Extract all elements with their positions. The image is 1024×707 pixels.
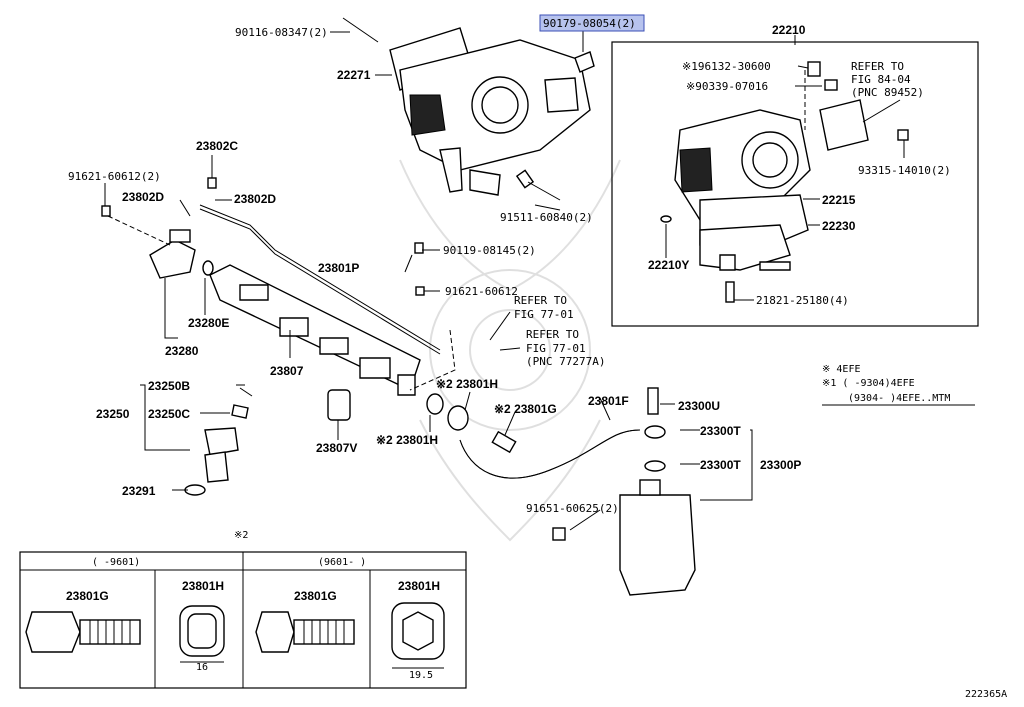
callout-91511[interactable]: 91511-60840(2) [500,211,593,224]
fuel-rail-23807-drawing [209,264,421,396]
callout-90119[interactable]: 90119-08145(2) [443,244,536,257]
throttle-body-22210-drawing [660,61,909,303]
variant-table: ※2 ( -9601) (9601- ) 23801G 23801H 16 23… [19,530,467,689]
callout-23300u[interactable]: 23300U [678,399,720,413]
callout-91621-b[interactable]: 91621-60612 [445,285,518,298]
callout-93315[interactable]: 93315-14010(2) [858,164,951,177]
callout-23250[interactable]: 23250 [96,407,130,421]
table-cell-4-part: 23801H [398,579,440,593]
nut-90179-drawing [574,51,595,73]
legend-line-1: ※ 4EFE [822,364,860,375]
injector-23250-drawing [184,387,253,496]
table-range-right: (9601- ) [318,557,366,568]
callout-196132[interactable]: ※196132-30600 [682,60,771,73]
pressure-regulator-23280-drawing [149,229,214,279]
callout-90116[interactable]: 90116-08347(2) [235,26,328,39]
callout-22210[interactable]: 22210 [772,23,806,37]
highlight-box [539,14,645,32]
leader-lines [104,30,905,531]
legend-line-3: (9304- )4EFE..MTM [848,393,950,404]
callout-refer-77b-line1[interactable]: REFER TO [526,328,579,341]
callout-90339[interactable]: ※90339-07016 [686,80,768,93]
callout-23300t-a[interactable]: 23300T [700,424,741,438]
callout-refer-84-line1[interactable]: REFER TO [851,60,904,73]
callout-22271[interactable]: 22271 [337,68,371,82]
callout-23801p[interactable]: 23801P [318,261,359,275]
callout-23802d-a[interactable]: 23802D [122,190,164,204]
callout-23801g[interactable]: ※2 23801G [494,402,557,416]
callout-refer-77a-line2[interactable]: FIG 77-01 [514,308,574,321]
callout-23802d-b[interactable]: 23802D [234,192,276,206]
watermark-emblem [399,159,621,542]
table-cell-1-part: 23801G [66,589,109,603]
callout-23291[interactable]: 23291 [122,484,156,498]
callout-23801f[interactable]: 23801F [588,394,629,408]
cushion-23807v-drawing [327,389,351,421]
bolt-91511-drawing [515,169,561,201]
callout-91621-a[interactable]: 91621-60612(2) [68,170,161,183]
callout-23280e[interactable]: 23280E [188,316,229,330]
callout-23300t-b[interactable]: 23300T [700,458,741,472]
stud-90116-drawing [342,17,379,43]
callout-22215[interactable]: 22215 [822,193,856,207]
callout-21821[interactable]: 21821-25180(4) [756,294,849,307]
callout-23250c[interactable]: 23250C [148,407,190,421]
callout-91651[interactable]: 91651-60625(2) [526,502,619,515]
callout-refer-77b-line3[interactable]: (PNC 77277A) [526,355,605,368]
callout-90179[interactable]: 90179-08054(2) [543,17,636,30]
table-range-left: ( -9601) [92,557,140,568]
table-cell-4-dim: 19.5 [409,670,433,681]
callout-23807v[interactable]: 23807V [316,441,357,455]
table-cell-2-part: 23801H [182,579,224,593]
fuel-pipe-23801p-drawing [199,204,441,355]
callout-23801h-b[interactable]: ※2 23801H [376,433,438,447]
callout-23250b[interactable]: 23250B [148,379,190,393]
callout-refer-77b-line2[interactable]: FIG 77-01 [526,342,586,355]
small-fasteners-drawing [101,177,425,296]
callout-22230[interactable]: 22230 [822,219,856,233]
callout-labels: 90116-08347(2) 90179-08054(2) 22271 2221… [68,14,951,515]
fuel-filter-23300p-drawing [552,387,696,596]
callout-23807[interactable]: 23807 [270,364,304,378]
callout-23802c[interactable]: 23802C [196,139,238,153]
callout-22210y[interactable]: 22210Y [648,258,689,272]
fuel-hose-23801f-drawing [426,393,641,479]
legend: ※ 4EFE ※1 ( -9304)4EFE (9304- )4EFE..MTM [822,364,975,406]
table-cell-2-dim: 16 [196,662,208,673]
throttle-body-22271-drawing [389,27,591,196]
diagram-id: 222365A [965,689,1007,700]
callout-23801h-a[interactable]: ※2 23801H [436,377,498,391]
callout-refer-77a-line1[interactable]: REFER TO [514,294,567,307]
callout-23280[interactable]: 23280 [165,344,199,358]
table-cell-3-part: 23801G [294,589,337,603]
callout-refer-84-line3[interactable]: (PNC 89452) [851,86,924,99]
table-marker: ※2 [234,530,248,541]
callout-23300p[interactable]: 23300P [760,458,801,472]
callout-refer-84-line2[interactable]: FIG 84-04 [851,73,911,86]
legend-line-2: ※1 ( -9304)4EFE [822,378,915,389]
